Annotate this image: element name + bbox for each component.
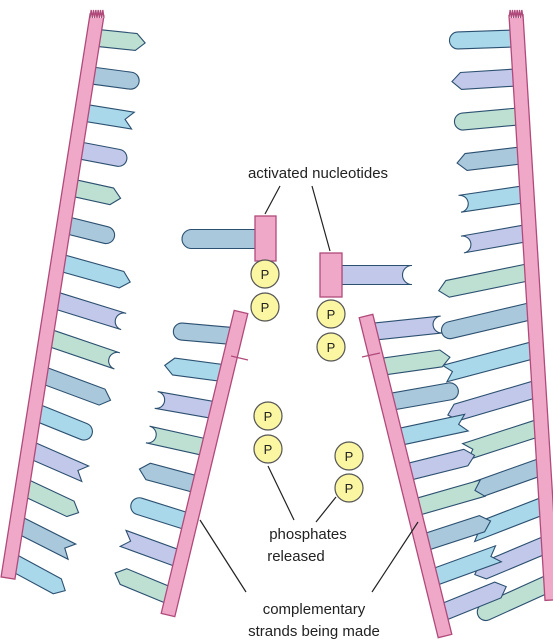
right-new-base — [377, 349, 451, 376]
nucleotide-base — [37, 366, 113, 408]
right-new-base — [403, 447, 477, 481]
phosphate-letter: P — [261, 300, 270, 315]
nucleotide-base — [458, 185, 528, 212]
phosphate-group: P P P P P P P P — [251, 260, 363, 502]
right-new-base — [386, 382, 460, 411]
complementary-strands-label-line2: strands being made — [248, 623, 380, 640]
phosphate-letter: P — [261, 267, 270, 282]
activated-nucleotide-right — [320, 253, 412, 297]
right-parent-base — [456, 147, 526, 172]
left-parent-base — [37, 366, 113, 408]
phosphate-letter: P — [327, 307, 336, 322]
right-parent-base — [461, 224, 531, 253]
torn-edge — [90, 10, 104, 18]
phosphate-8: P — [335, 474, 363, 502]
left-parent-base — [56, 254, 133, 291]
nucleotide-base — [454, 108, 523, 131]
phosphate-4: P — [317, 333, 345, 361]
phosphate-2: P — [251, 293, 279, 321]
sugar-block — [320, 253, 342, 297]
right-parent-base — [451, 69, 520, 90]
nucleotide-base — [394, 414, 468, 446]
nucleotide-base — [451, 69, 520, 90]
leader-line — [316, 497, 336, 522]
phosphates-released-label-line1: phosphates — [269, 526, 347, 543]
nucleotide-base — [369, 316, 442, 340]
activated-nucleotides-label: activated nucleotides — [248, 165, 388, 182]
nucleotide-base — [43, 329, 119, 369]
leader-line — [312, 186, 330, 251]
right-parent-base — [449, 30, 518, 49]
nucleotide-base — [403, 447, 477, 481]
activated-base — [342, 266, 412, 285]
leader-line — [200, 520, 246, 592]
nucleotide-base — [386, 382, 460, 411]
nucleotide-base — [437, 263, 533, 299]
phosphate-6: P — [254, 435, 282, 463]
phosphate-3: P — [317, 300, 345, 328]
right-parent-base — [443, 341, 539, 382]
torn-edge — [509, 10, 523, 18]
nucleotide-base — [56, 254, 133, 291]
activated-base — [182, 230, 256, 249]
sugar-block — [255, 216, 276, 261]
phosphate-letter: P — [264, 442, 273, 457]
leader-line — [265, 186, 280, 214]
phosphates-released-label-line2: released — [267, 548, 325, 565]
nucleotide-base — [411, 480, 485, 516]
complementary-strand-left — [112, 310, 248, 616]
phosphate-letter: P — [327, 340, 336, 355]
nucleotide-base — [443, 341, 539, 382]
right-new-base — [369, 316, 442, 340]
left-parent-base — [50, 291, 127, 329]
phosphate-letter: P — [264, 409, 273, 424]
phosphate-7: P — [335, 442, 363, 470]
phosphate-letter: P — [345, 481, 354, 496]
nucleotide-base — [377, 349, 451, 376]
right-parent-base — [454, 108, 523, 131]
leader-line — [372, 522, 418, 592]
right-parent-base — [463, 419, 544, 460]
activated-nucleotide-left — [182, 216, 276, 261]
left-parent-base — [43, 329, 119, 369]
parental-strand-left — [1, 10, 146, 598]
right-parent-base — [440, 302, 536, 340]
right-parent-base — [437, 263, 533, 299]
complementary-strands-label-line1: complementary — [263, 601, 366, 618]
nucleotide-base — [461, 224, 531, 253]
nucleotide-base — [449, 30, 518, 49]
phosphate-1: P — [251, 260, 279, 288]
right-new-base — [394, 414, 468, 446]
phosphate-letter: P — [345, 449, 354, 464]
nucleotide-base — [182, 230, 256, 249]
leader-line — [268, 466, 294, 520]
nucleotide-base — [440, 302, 536, 340]
phosphate-5: P — [254, 402, 282, 430]
nucleotide-base — [463, 419, 544, 460]
nucleotide-base — [456, 147, 526, 172]
nucleotide-base — [50, 291, 127, 329]
right-new-base — [411, 480, 485, 516]
nucleotide-base — [342, 266, 412, 285]
right-parent-base — [458, 185, 528, 212]
